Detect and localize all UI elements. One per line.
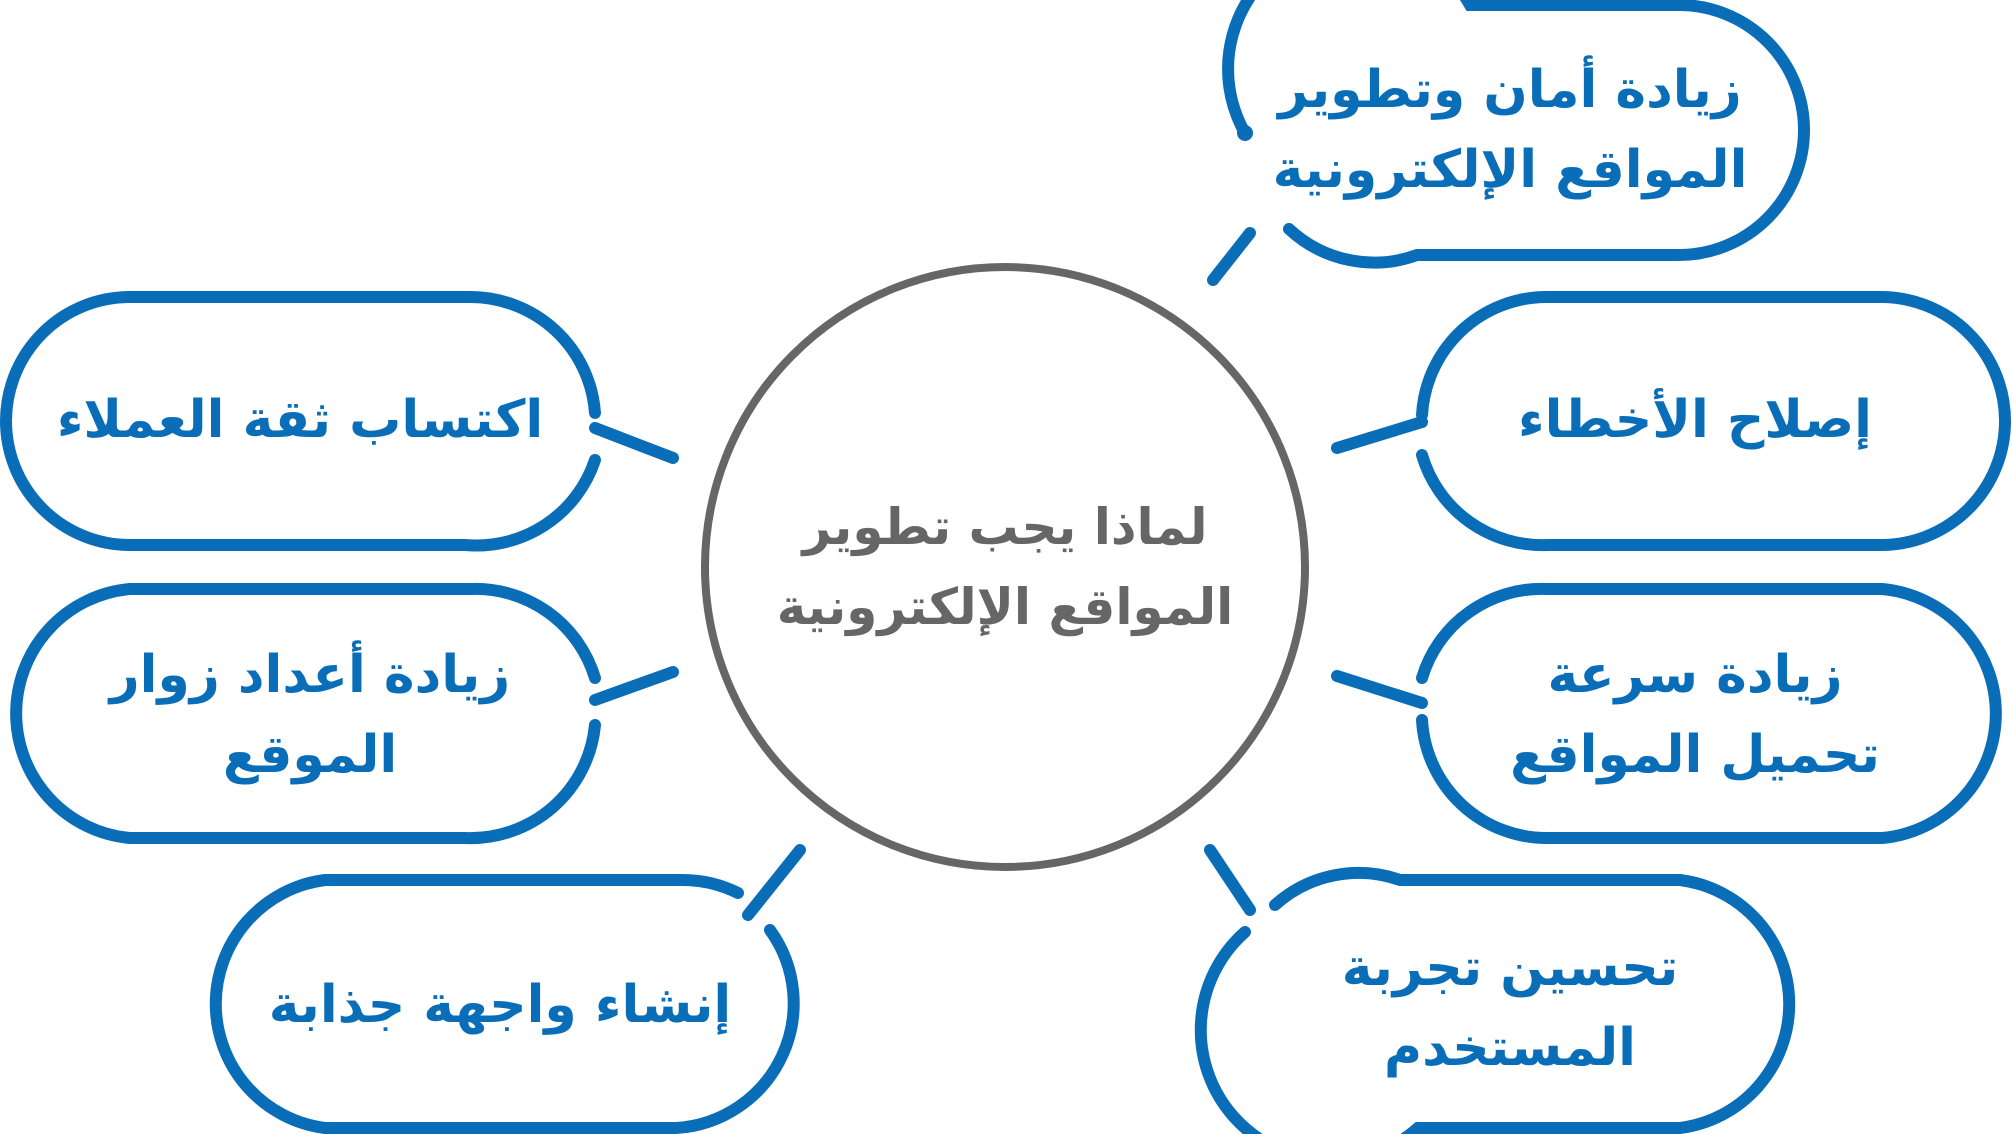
center-title: لماذا يجب تطوير المواقع الإلكترونية <box>705 487 1305 647</box>
node-security-line1: زيادة أمان وتطوير <box>1278 60 1742 120</box>
node-bug-fixing-shape <box>1331 291 2011 552</box>
node-visitors-line1: زيادة أعداد زوار <box>109 645 511 705</box>
node-security-line2: المواقع الإلكترونية <box>1272 140 1748 200</box>
connector-customer-trust <box>589 422 679 464</box>
node-user-experience-line2: المستخدم <box>1384 1018 1636 1078</box>
node-customer-trust-line1: اكتساب ثقة العملاء <box>56 390 544 450</box>
center-title-line1: لماذا يجب تطوير <box>802 498 1208 556</box>
connector-user-experience <box>1204 844 1256 916</box>
node-attractive-interface-label: إنشاء واجهة جذابة <box>240 965 760 1045</box>
node-security-shape <box>1207 0 1810 286</box>
node-attractive-interface-shape <box>209 844 806 1134</box>
center-title-line2: المواقع الإلكترونية <box>776 578 1234 636</box>
node-visitors-line2: الموقع <box>222 725 398 785</box>
node-attractive-interface-line1: إنشاء واجهة جذابة <box>268 975 732 1035</box>
connector-security <box>1207 227 1256 286</box>
connector-loading-speed <box>1331 670 1428 709</box>
node-user-experience-line1: تحسين تجربة <box>1341 938 1679 998</box>
node-security-label: زيادة أمان وتطوير المواقع الإلكترونية <box>1255 50 1765 210</box>
node-customer-trust-label: اكتساب ثقة العملاء <box>40 380 560 460</box>
node-loading-speed-label: زيادة سرعة تحميل المواقع <box>1435 635 1955 795</box>
node-loading-speed-line2: تحميل المواقع <box>1510 725 1880 785</box>
node-loading-speed-shape <box>1331 582 2002 845</box>
node-visitors-shape <box>10 582 679 845</box>
node-loading-speed-line1: زيادة سرعة <box>1547 645 1843 705</box>
node-bug-fixing-label: إصلاح الأخطاء <box>1435 380 1955 460</box>
node-bug-fixing-line1: إصلاح الأخطاء <box>1518 390 1872 450</box>
connector-bug-fixing <box>1331 416 1428 454</box>
connector-attractive-interface <box>742 844 806 921</box>
center-circle <box>701 263 1309 871</box>
node-user-experience-label: تحسين تجربة المستخدم <box>1280 928 1740 1088</box>
node-user-experience-shape <box>1194 844 1796 1134</box>
node-customer-trust-shape <box>0 290 679 552</box>
node-visitors-label: زيادة أعداد زوار الموقع <box>60 635 560 795</box>
connector-visitors <box>589 666 679 706</box>
